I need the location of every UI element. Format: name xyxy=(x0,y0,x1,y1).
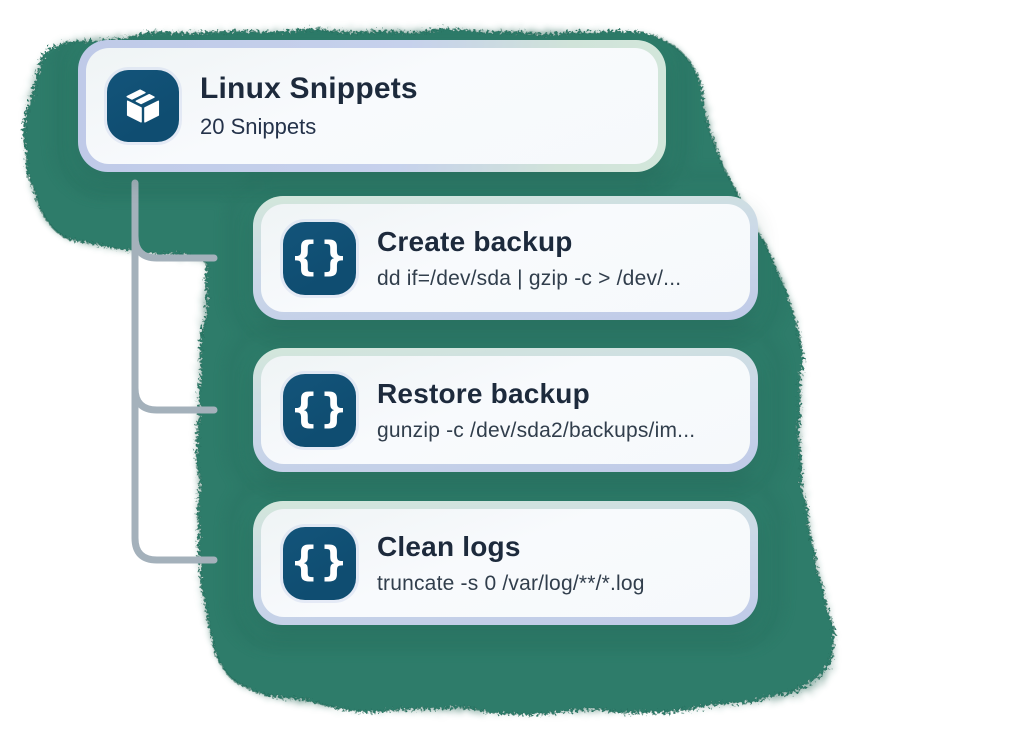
package-box-icon xyxy=(107,70,179,142)
connector-trunk xyxy=(131,179,218,564)
curly-braces-glyph: {} xyxy=(290,233,349,280)
snippet-title: Clean logs xyxy=(377,530,521,562)
snippet-collection-text: Linux Snippets 20 Snippets xyxy=(200,72,418,140)
curly-braces-icon: {} xyxy=(283,526,356,600)
curly-braces-glyph: {} xyxy=(290,385,349,432)
snippet-text: Restore backup gunzip -c /dev/sda2/backu… xyxy=(377,378,695,443)
snippet-card-body: {} Restore backup gunzip -c /dev/sda2/ba… xyxy=(261,356,750,464)
snippet-card-body: {} Clean logs truncate -s 0 /var/log/**/… xyxy=(261,509,750,617)
connector-branch-1 xyxy=(131,232,218,262)
collection-title: Linux Snippets xyxy=(200,72,418,105)
snippet-collection-card[interactable]: Linux Snippets 20 Snippets xyxy=(78,40,666,172)
snippet-title: Restore backup xyxy=(377,377,590,409)
curly-braces-icon: {} xyxy=(283,373,356,447)
snippet-text: Clean logs truncate -s 0 /var/log/**/*.l… xyxy=(377,531,645,596)
collection-count: 20 Snippets xyxy=(200,114,317,139)
snippet-collection-card-body: Linux Snippets 20 Snippets xyxy=(86,48,658,164)
blob-echo-rings xyxy=(53,30,784,650)
snippet-command: gunzip -c /dev/sda2/backups/im... xyxy=(377,418,696,442)
snippet-title: Create backup xyxy=(377,225,573,257)
snippet-card-body: {} Create backup dd if=/dev/sda | gzip -… xyxy=(261,204,750,312)
connector-branch-2 xyxy=(131,384,218,414)
snippet-command: dd if=/dev/sda | gzip -c > /dev/... xyxy=(377,266,682,290)
curly-braces-icon: {} xyxy=(283,221,356,295)
snippet-command: truncate -s 0 /var/log/**/*.log xyxy=(377,571,645,595)
snippet-card-create-backup[interactable]: {} Create backup dd if=/dev/sda | gzip -… xyxy=(253,196,758,320)
snippet-card-restore-backup[interactable]: {} Restore backup gunzip -c /dev/sda2/ba… xyxy=(253,348,758,472)
snippet-card-clean-logs[interactable]: {} Clean logs truncate -s 0 /var/log/**/… xyxy=(253,501,758,625)
curly-braces-glyph: {} xyxy=(290,538,349,585)
snippet-text: Create backup dd if=/dev/sda | gzip -c >… xyxy=(377,226,681,291)
